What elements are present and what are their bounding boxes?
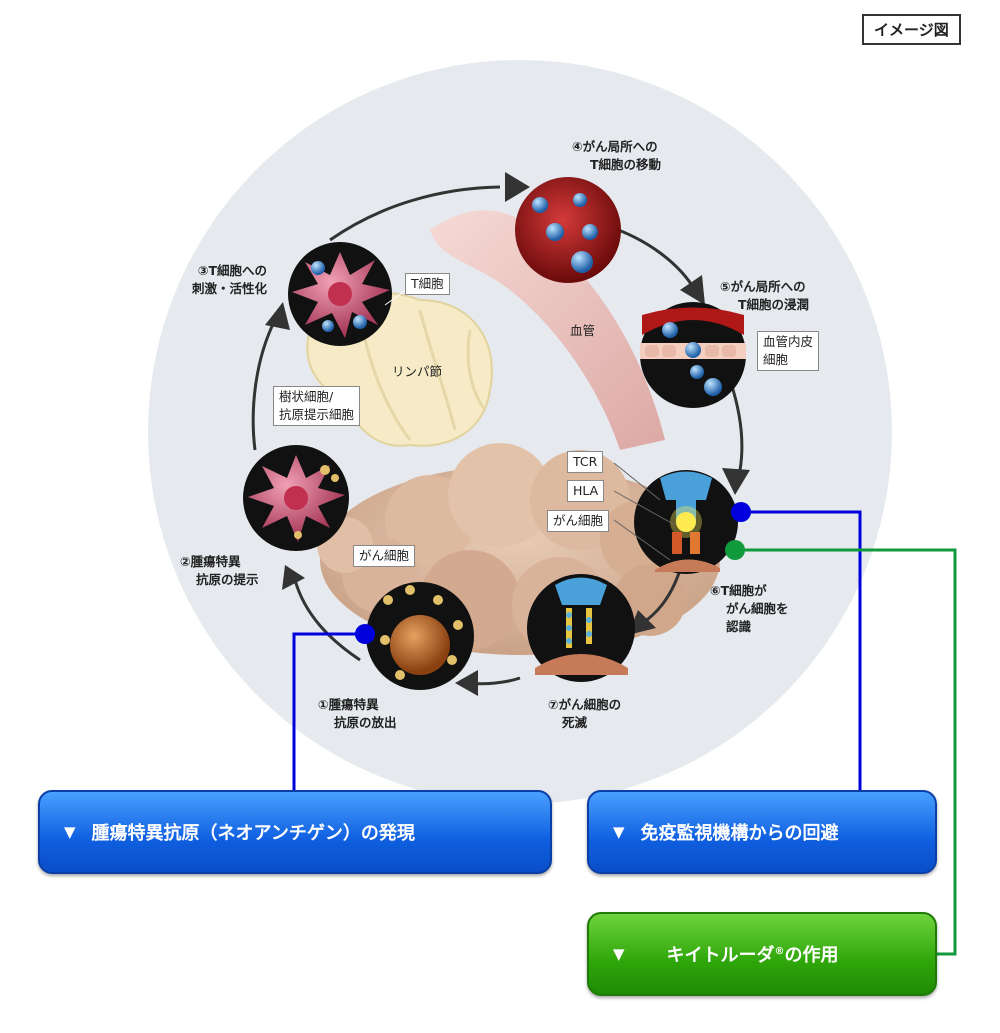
keytruda-dot (725, 540, 745, 560)
step2-line2: 抗原の提示 (196, 572, 259, 587)
step7-cell-image (527, 574, 635, 682)
hla-box: HLA (567, 480, 605, 502)
step2-line1: ②腫瘍特異 (180, 554, 241, 569)
tcr-box: TCR (567, 451, 604, 473)
registered-mark: ® (774, 946, 785, 957)
neoantigen-button-label: 腫瘍特異抗原（ネオアンチゲン）の発現 (91, 823, 415, 844)
background-disc (148, 60, 892, 804)
step1-cell-image (366, 582, 474, 690)
step5-cell-image (640, 302, 746, 408)
step4-cell-image (515, 177, 621, 283)
triangle-down-icon: ▼ (613, 823, 625, 841)
neoantigen-connector (292, 632, 365, 790)
step3-label: ③T細胞への 刺激・活性化 (178, 262, 267, 298)
step5-label: ⑤がん局所への T細胞の浸潤 (720, 278, 809, 314)
step5-line2: T細胞の浸潤 (738, 297, 810, 312)
blood-vessel-label: 血管 (570, 323, 596, 338)
step7-label: ⑦がん細胞の 死滅 (548, 696, 621, 732)
immune-escape-connector (741, 510, 862, 790)
step7-line2: 死滅 (562, 715, 588, 730)
immune-escape-button[interactable]: ▼ 免疫監視機構からの回避 (587, 790, 937, 874)
dendritic-line2: 抗原提示細胞 (279, 407, 355, 422)
step4-line2: T細胞の移動 (590, 157, 662, 172)
triangle-down-icon: ▼ (64, 823, 76, 841)
step1-line1: ①腫瘍特異 (318, 697, 379, 712)
hla-leader (613, 490, 676, 526)
immune-escape-dot (731, 502, 751, 522)
step7-line1: ⑦がん細胞の (548, 697, 622, 712)
keytruda-name: キイトルーダ (666, 945, 775, 966)
step2-cell-image (243, 445, 349, 551)
step1-line2: 抗原の放出 (334, 715, 397, 730)
neoantigen-dot (355, 624, 375, 644)
step3-cell-image (288, 242, 407, 346)
step6-line2: がん細胞を (726, 601, 789, 616)
blood-vessel (430, 210, 665, 450)
step2-label: ②腫瘍特異 抗原の提示 (180, 553, 259, 589)
tcr-leader (613, 462, 661, 501)
dendritic-line1: 樹状細胞/ (279, 389, 334, 404)
immune-escape-button-label: 免疫監視機構からの回避 (640, 823, 839, 844)
cancer-cell-box-step1: がん細胞 (353, 545, 416, 567)
step4-line1: ④がん局所への (572, 139, 658, 154)
cancer-cell-box-step6: がん細胞 (547, 510, 610, 532)
keytruda-suffix: の作用 (784, 945, 839, 966)
cancer-cell-leader (613, 519, 671, 561)
dendritic-cell-box: 樹状細胞/ 抗原提示細胞 (273, 386, 361, 426)
keytruda-button-label: キイトルーダ®の作用 (667, 941, 839, 967)
step3-line2: 刺激・活性化 (192, 281, 268, 296)
endothelial-line2: 細胞 (763, 352, 789, 367)
triangle-down-icon: ▼ (613, 945, 625, 963)
endothelial-line1: 血管内皮 (763, 334, 814, 349)
endothelial-cell-box: 血管内皮 細胞 (757, 331, 820, 371)
step4-label: ④がん局所への T細胞の移動 (572, 138, 661, 174)
cycle-arrowheads (265, 172, 750, 696)
image-notice-label: イメージ図 (862, 14, 961, 45)
keytruda-button[interactable]: ▼ キイトルーダ®の作用 (587, 912, 937, 996)
neoantigen-button[interactable]: ▼ 腫瘍特異抗原（ネオアンチゲン）の発現 (38, 790, 552, 874)
step6-label: ⑥T細胞が がん細胞を 認識 (710, 582, 789, 636)
step3-line1: ③T細胞への (197, 263, 268, 278)
step5-line1: ⑤がん局所への (720, 279, 806, 294)
t-cell-box: T細胞 (405, 273, 450, 295)
step6-cell-image (634, 470, 738, 574)
keytruda-connector (735, 548, 957, 956)
step6-line1: ⑥T細胞が (710, 583, 767, 598)
step6-line3: 認識 (726, 619, 752, 634)
lymph-node-label: リンパ節 (392, 364, 443, 379)
step1-label: ①腫瘍特異 抗原の放出 (318, 696, 397, 732)
